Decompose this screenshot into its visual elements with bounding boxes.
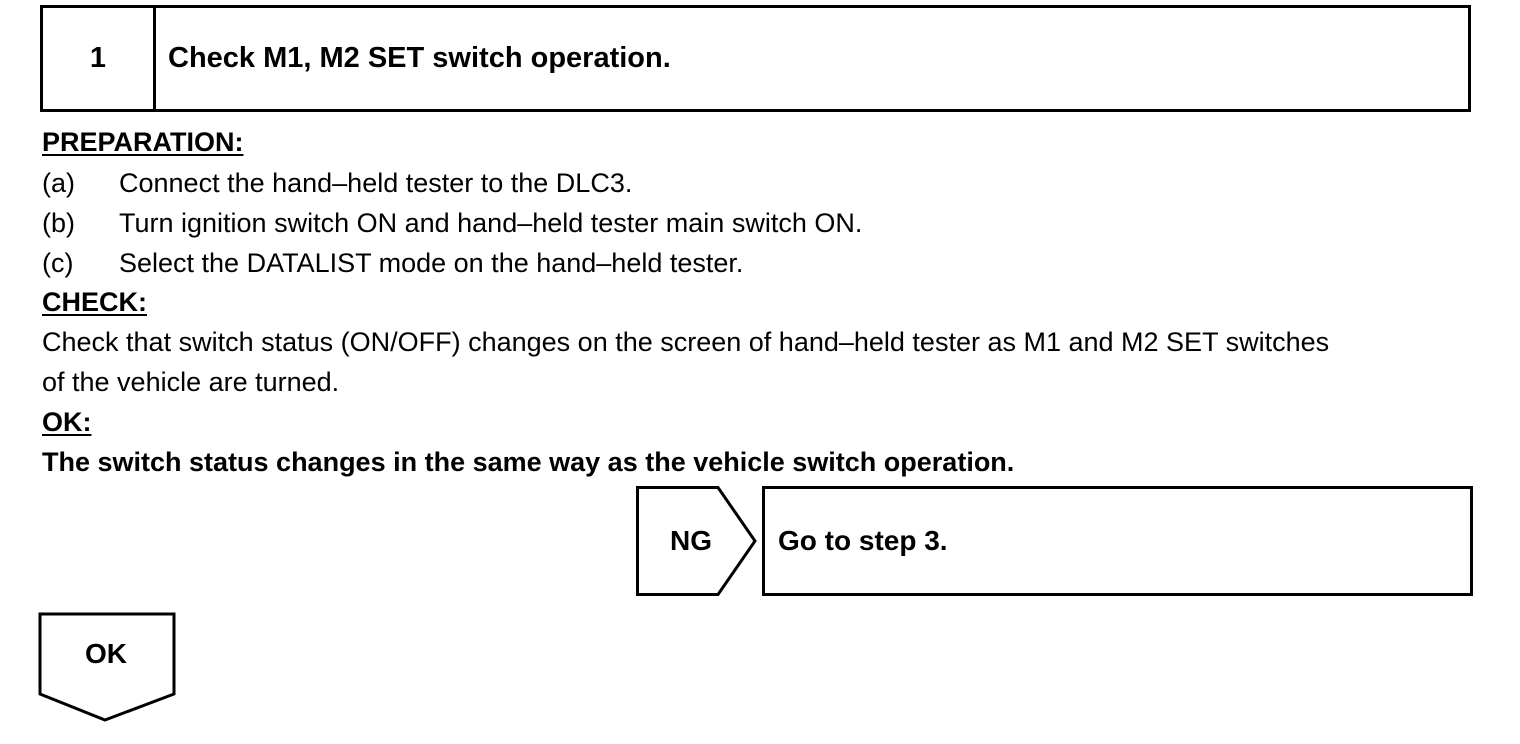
ok-label: OK [85,638,127,669]
ok-heading: OK: [42,407,92,437]
ng-label: NG [670,525,712,556]
preparation-item-label: (a) [42,168,75,198]
ng-arrow-shape [636,486,757,596]
step-number: 1 [43,8,156,109]
preparation-item-text: Select the DATALIST mode on the hand–hel… [119,248,744,278]
preparation-item-label: (c) [42,248,74,278]
step-title: Check M1, M2 SET switch operation. [168,42,671,74]
check-heading: CHECK: [42,287,147,317]
ng-action-text: Go to step 3. [778,525,948,556]
check-text-line: of the vehicle are turned. [42,367,340,397]
ok-arrow-shape [38,612,176,722]
step-header: 1 Check M1, M2 SET switch operation. [40,5,1471,112]
check-text-line: Check that switch status (ON/OFF) change… [42,327,1330,357]
preparation-item-label: (b) [42,208,75,238]
ng-action-box: Go to step 3. [762,486,1473,596]
preparation-heading: PREPARATION: [42,127,244,157]
preparation-item-text: Turn ignition switch ON and hand–held te… [119,208,863,238]
ok-result-text: The switch status changes in the same wa… [42,447,1015,477]
preparation-item-text: Connect the hand–held tester to the DLC3… [119,168,633,198]
